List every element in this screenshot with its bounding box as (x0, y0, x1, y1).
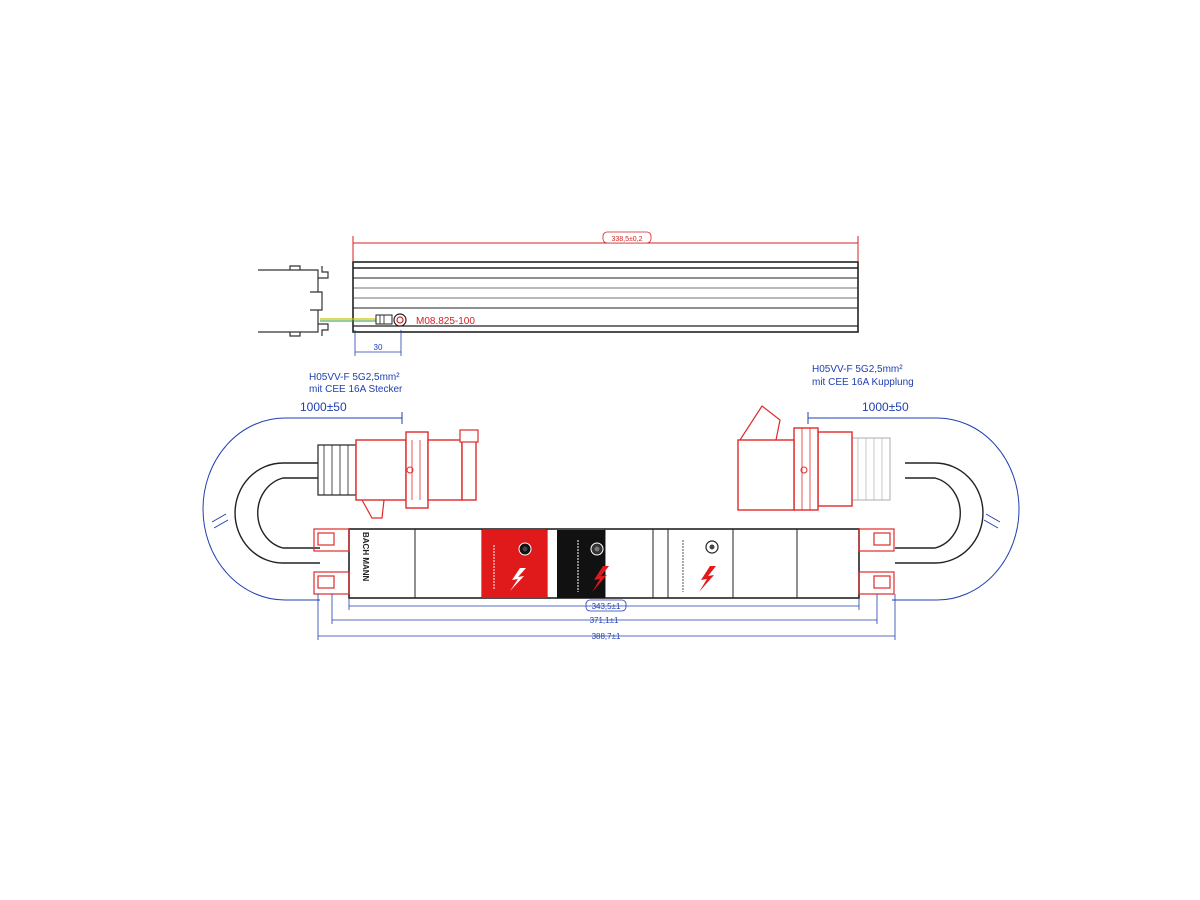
cee-16a-plug (317, 429, 479, 519)
screw-label: M08.825-100 (416, 316, 475, 327)
profile-side-view (352, 261, 859, 333)
small-dimension-label: 30 (374, 343, 383, 352)
unit-dimensions (317, 594, 896, 640)
right-cable (895, 462, 984, 564)
white-surge-module (682, 540, 719, 592)
length-dimension: 338,5±0,2 (352, 231, 859, 262)
right-cable-spec-line1: H05VV-F 5G2,5mm² (812, 364, 903, 375)
brand-logo: BACH MANN (361, 532, 370, 582)
left-cable-length: 1000±50 (300, 400, 347, 414)
left-cable (234, 462, 320, 564)
length-dimension-label: 338,5±0,2 (611, 236, 642, 243)
dimension-inner: 343,5±1 (592, 602, 621, 611)
dimension-brackets: 371,1±1 (590, 616, 619, 625)
right-cable-spec-line2: mit CEE 16A Kupplung (812, 377, 914, 388)
brand-text: BACH MANN (361, 532, 370, 582)
left-cable-spec-line2: mit CEE 16A Stecker (309, 384, 403, 395)
ground-screw: M08.825-100 (320, 313, 475, 327)
profile-cross-section (258, 265, 329, 337)
small-dimension: 30 (354, 330, 402, 356)
dimension-overall: 388,7±1 (592, 632, 621, 641)
left-cable-length-arc (202, 412, 403, 601)
cee-16a-coupler (737, 405, 891, 511)
red-surge-module (482, 530, 547, 598)
black-surge-module (557, 530, 609, 598)
left-cable-spec-line1: H05VV-F 5G2,5mm² (309, 372, 400, 383)
right-cable-length-arc (807, 412, 1020, 601)
right-cable-length: 1000±50 (862, 400, 909, 414)
